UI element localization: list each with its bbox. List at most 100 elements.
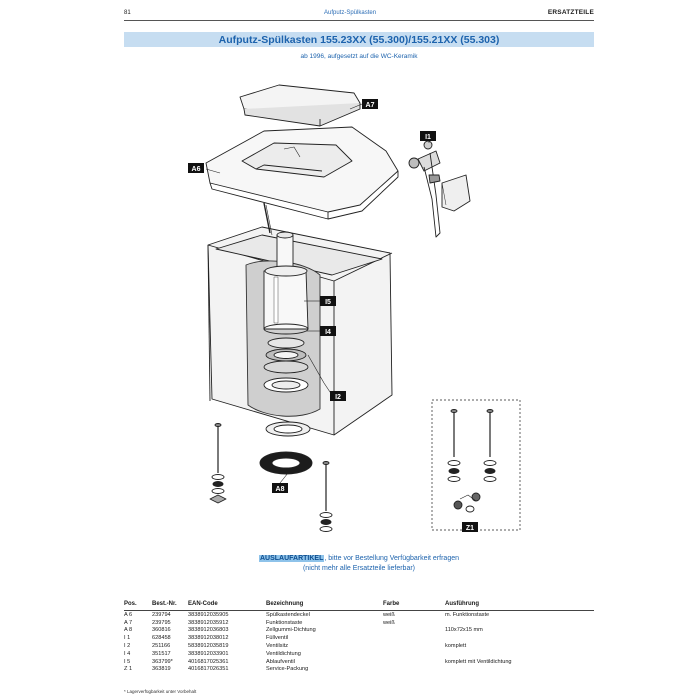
cell-ean: 4016817026351 (188, 666, 229, 673)
title-bar: Aufputz-Spülkasten 155.23XX (55.300)/155… (124, 32, 594, 47)
rubber-seal-illustration (259, 421, 313, 475)
fixing-screw-left-illustration (209, 423, 227, 504)
cell-farbe (383, 666, 445, 674)
cell-ean: 3838912038012 (188, 635, 229, 642)
cell-bezeichnung: Ablaufventil (266, 658, 295, 665)
cell-pos: A 7 (124, 619, 133, 626)
callout-a8-box (272, 483, 288, 493)
cell-pos: I 5 (124, 658, 131, 665)
parts-table: Pos. Best.-Nr. EAN-Code Bezeichnung Farb… (124, 601, 594, 674)
callout-z1-box (462, 522, 478, 532)
table-row: A 7 239795 3838912035912 Funktionstaste … (124, 620, 594, 628)
cell-ausfuehrung (445, 651, 594, 659)
callout-i1: I1 (425, 134, 431, 141)
cell-ausfuehrung: m. Funktionstaste (445, 611, 490, 618)
cell-bezeichnung: Ventildichtung (266, 650, 301, 657)
page-header: 81 Aufputz-Spülkasten ERSATZTEILE (124, 8, 594, 20)
col-ean: EAN-Code (188, 601, 218, 607)
cell-pos: A 6 (124, 611, 133, 618)
cell-best-nr: 363819 (152, 666, 171, 673)
col-pos: Pos. (124, 601, 137, 607)
page-title: Aufputz-Spülkasten 155.23XX (55.300)/155… (218, 33, 500, 46)
cell-farbe (383, 659, 445, 667)
cell-bezeichnung: Service-Packung (266, 666, 309, 673)
callout-a6: A6 (192, 166, 201, 173)
cell-bezeichnung: Füllventil (266, 635, 289, 642)
callout-i5: I5 (325, 299, 331, 306)
col-best-nr: Best.-Nr. (152, 601, 177, 607)
callout-a7: A7 (366, 102, 375, 109)
cell-ausfuehrung (445, 635, 594, 643)
table-row: Z 1 363819 4016817026351 Service-Packung (124, 666, 594, 674)
table-row: I 4 351517 3838912033901 Ventildichtung (124, 651, 594, 659)
callout-a7-box (362, 99, 378, 109)
cell-ausfuehrung: komplett (445, 642, 467, 649)
cell-farbe (383, 635, 445, 643)
cell-farbe (383, 643, 445, 651)
flush-valve-illustration (263, 231, 309, 393)
cell-farbe (383, 627, 445, 635)
col-farbe: Farbe (383, 601, 400, 607)
category-label: ERSATZTEILE (547, 9, 594, 16)
table-row: I 1 628458 3838912038012 Füllventil (124, 635, 594, 643)
table-row: I 2 251166 5838912035819 Ventilsitz komp… (124, 643, 594, 651)
cell-bezeichnung: Ventilsitz (266, 642, 289, 649)
cell-best-nr: 351517 (152, 650, 171, 657)
cell-pos: Z 1 (124, 666, 133, 673)
cell-bezeichnung: Spülkastendeckel (266, 611, 310, 618)
cell-pos: I 4 (124, 650, 131, 657)
callout-z1: Z1 (466, 525, 474, 532)
fixing-screw-right-illustration (319, 461, 333, 532)
cell-best-nr: 360816 (152, 627, 171, 634)
page-subtitle: ab 1996, aufgesetzt auf die WC-Keramik (300, 53, 418, 60)
cell-bezeichnung: Zellgummi-Dichtung (266, 627, 316, 634)
cell-ean: 4016817025361 (188, 658, 229, 665)
callout-i4: I4 (325, 329, 331, 336)
cell-farbe: weiß (383, 611, 395, 618)
cell-ausfuehrung: komplett mit Ventildichtung (445, 658, 512, 665)
header-divider (124, 20, 594, 21)
cell-ausfuehrung (445, 666, 594, 674)
callout-i4-box (320, 326, 336, 336)
function-button-illustration (239, 84, 361, 127)
cell-pos: I 1 (124, 635, 131, 642)
callout-a8: A8 (276, 486, 285, 493)
table-header-row: Pos. Best.-Nr. EAN-Code Bezeichnung Farb… (124, 601, 594, 609)
cell-ean: 3838912035912 (188, 619, 229, 626)
cell-best-nr: 239795 (152, 619, 171, 626)
exploded-drawing: A7 A6 I1 I5 I4 I2 A8 Z1 (188, 84, 521, 532)
table-row: I 5 363799* 4016817025361 Ablaufventil k… (124, 659, 594, 667)
cell-ean: 5838912035819 (188, 642, 229, 649)
callout-i5-box (320, 296, 336, 306)
discontinued-badge: AUSLAUFARTIKEL (258, 555, 325, 562)
cistern-cover-illustration (205, 126, 399, 220)
table-divider (124, 609, 594, 611)
cell-ausfuehrung (445, 620, 594, 628)
section-title: Aufputz-Spülkasten (324, 10, 377, 16)
callout-i1-box (420, 131, 436, 141)
callout-a6-box (188, 163, 204, 173)
service-pack-illustration (431, 399, 521, 531)
col-bezeichnung: Bezeichnung (266, 601, 304, 607)
cell-best-nr: 251166 (152, 642, 171, 649)
table-row: A 8 360816 3838912036803 Zellgummi-Dicht… (124, 627, 594, 635)
cell-pos: A 8 (124, 627, 133, 634)
callout-i2: I2 (335, 394, 341, 401)
page-number: 81 (124, 10, 131, 16)
col-ausfuehrung: Ausführung (445, 601, 479, 607)
cell-bezeichnung: Funktionstaste (266, 619, 303, 626)
cell-ean: 3838912036803 (188, 627, 229, 634)
cell-ausfuehrung: 110x72x15 mm (445, 627, 483, 634)
table-row: A 6 239794 3838912035905 Spülkastendecke… (124, 612, 594, 620)
cell-farbe (383, 651, 445, 659)
fill-valve-illustration (408, 140, 471, 238)
availability-note: AUSLAUFARTIKEL, bitte vor Bestellung Ver… (124, 554, 594, 574)
note-line1: , bitte vor Bestellung Verfügbarkeit erf… (324, 555, 460, 562)
cell-best-nr: 363799* (152, 658, 173, 665)
cell-best-nr: 628458 (152, 635, 171, 642)
cell-farbe: weiß (383, 619, 395, 626)
cell-best-nr: 239794 (152, 611, 171, 618)
cell-pos: I 2 (124, 642, 131, 649)
footnote: * Lagerverfügbarkeit unter Vorbehalt (124, 689, 197, 694)
note-line2: (nicht mehr alle Ersatzteile lieferbar) (302, 565, 416, 572)
